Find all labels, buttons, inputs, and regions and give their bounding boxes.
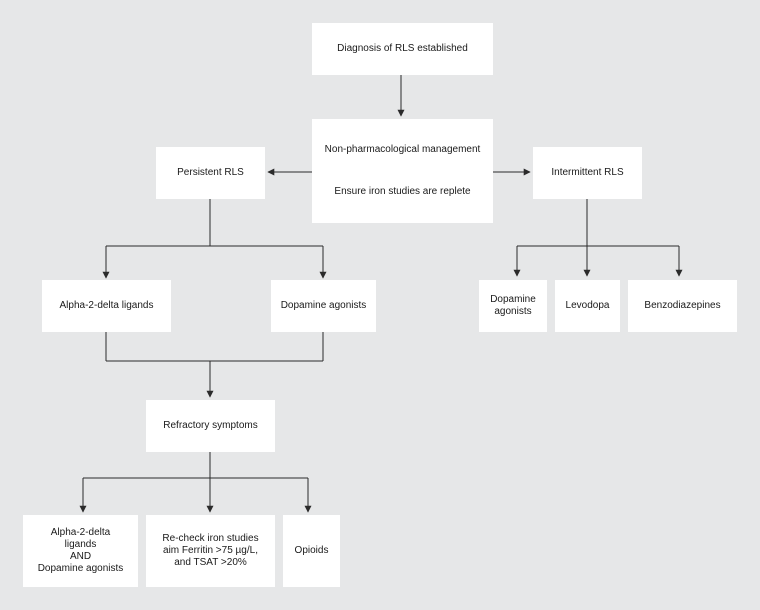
combination-box: Alpha-2-delta ligands AND Dopamine agoni… — [23, 515, 138, 587]
alpha2delta-label: Alpha-2-delta ligands — [59, 300, 154, 311]
intermittent-rls-box: Intermittent RLS — [533, 147, 642, 199]
diagnosis-label: Diagnosis of RLS established — [337, 43, 468, 54]
combo-line-4: Dopamine agonists — [37, 563, 124, 574]
benzodiazepines-box: Benzodiazepines — [628, 280, 737, 332]
recheck-line-1: Re-check iron studies — [162, 533, 259, 544]
combo-line-3: AND — [69, 551, 92, 562]
levodopa-box: Levodopa — [555, 280, 620, 332]
intermittent-label: Intermittent RLS — [551, 167, 624, 178]
diagnosis-box: Diagnosis of RLS established — [312, 23, 493, 75]
opioids-label: Opioids — [294, 545, 329, 556]
dopamine-agonists-label: Dopamine agonists — [280, 300, 367, 311]
iron-studies-label: Ensure iron studies are replete — [334, 186, 471, 197]
combo-line-2: ligands — [64, 539, 97, 550]
recheck-iron-box: Re-check iron studies aim Ferritin >75 µ… — [146, 515, 275, 587]
int-dopamine-agonists-box: Dopamine agonists — [479, 280, 547, 332]
int-dopamine-line-1: Dopamine — [490, 294, 536, 305]
int-dopamine-line-2: agonists — [494, 306, 532, 317]
management-box: Non-pharmacological management Ensure ir… — [312, 119, 493, 223]
combo-line-1: Alpha-2-delta — [50, 527, 111, 538]
dopamine-agonists-box: Dopamine agonists — [271, 280, 376, 332]
recheck-line-2: aim Ferritin >75 µg/L, — [163, 545, 258, 556]
recheck-line-3: and TSAT >20% — [174, 557, 247, 568]
alpha2delta-box: Alpha-2-delta ligands — [42, 280, 171, 332]
benzodiazepines-label: Benzodiazepines — [644, 300, 721, 311]
opioids-box: Opioids — [283, 515, 340, 587]
nonpharm-label: Non-pharmacological management — [324, 144, 481, 155]
levodopa-label: Levodopa — [565, 300, 610, 311]
persistent-label: Persistent RLS — [177, 167, 244, 178]
refractory-box: Refractory symptoms — [146, 400, 275, 452]
persistent-rls-box: Persistent RLS — [156, 147, 265, 199]
refractory-label: Refractory symptoms — [163, 420, 258, 431]
